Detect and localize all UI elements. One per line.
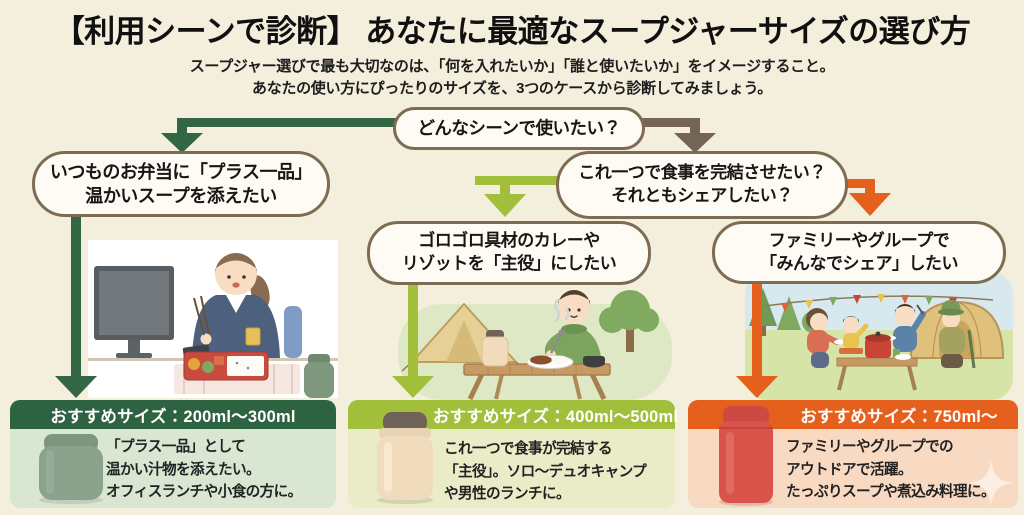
soup-jar-icon <box>304 354 334 398</box>
question-office: いつものお弁当に「プラス一品」 温かいスープを添えたい <box>32 151 330 217</box>
page-subtitle-line2: あなたの使い方にぴったりのサイズを、3つのケースから診断してみましょう。 <box>252 80 772 97</box>
red-pot-icon <box>865 331 891 358</box>
tree-icon <box>599 290 659 352</box>
question-share: これ一つで食事を完結させたい？ それともシェアしたい？ <box>556 151 848 219</box>
question-root: どんなシーンで使いたい？ <box>393 107 645 150</box>
steam-icon <box>554 298 560 323</box>
family-camp-illustration <box>745 272 1013 400</box>
arrow-branch-office-icon <box>161 118 400 153</box>
question-solo-line2: リゾットを「主役」にしたい <box>401 254 617 273</box>
monitor-icon <box>94 266 174 358</box>
size-label-solo: おすすめサイズ：400ml〜500ml <box>348 400 678 429</box>
camp-table-icon <box>463 363 611 400</box>
cream-jar-image <box>377 412 433 504</box>
question-group-line1: ファミリーやグループで <box>768 230 950 250</box>
question-group-line2: 「みんなでシェア」したい <box>760 253 959 273</box>
black-pot-icon <box>583 356 605 368</box>
recommendation-card-group: おすすめサイズ：750ml〜 ファミリーやグループでの アウトドアで活躍。 たっ… <box>688 400 1018 508</box>
green-jar-image <box>39 434 103 504</box>
question-share-line2: それともシェアしたい？ <box>611 186 793 205</box>
question-solo-line1: ゴロゴロ具材のカレーや <box>418 231 600 251</box>
question-office-line2: 温かいスープを添えたい <box>85 186 277 206</box>
question-share-line1: これ一つで食事を完結させたい？ <box>578 163 826 183</box>
sparkle-watermark-icon <box>968 460 1014 506</box>
office-worker-figure <box>192 253 280 358</box>
bunting-flags-icon <box>764 294 994 312</box>
recommendation-card-solo: おすすめサイズ：400ml〜500ml これ一つで食事が完結する 「主役」。ソロ… <box>348 400 678 508</box>
red-jar-image <box>719 406 773 506</box>
father-figure <box>882 304 926 352</box>
description-office: 「プラス一品」として 温かい汁物を添えたい。 オフィスランチや小食の方に。 <box>106 439 302 501</box>
size-label-office: おすすめサイズ：200ml〜300ml <box>10 400 336 429</box>
cream-jar-icon <box>481 330 509 367</box>
office-chair <box>284 306 302 358</box>
size-label-group: おすすめサイズ：750ml〜 <box>688 400 1018 429</box>
office-lunch-illustration <box>88 240 338 398</box>
solo-camp-illustration <box>398 290 672 400</box>
mother-figure <box>806 308 846 368</box>
question-solo: ゴロゴロ具材のカレーや リゾットを「主役」にしたい <box>367 221 651 285</box>
bento-box-icon <box>174 351 300 394</box>
question-office-line1: いつものお弁当に「プラス一品」 <box>49 161 313 182</box>
page-subtitle-line1: スープジャー選びで最も大切なのは、「何を入れたいか」「誰と使いたいか」をイメージ… <box>189 58 835 75</box>
arrow-branch-solo-icon <box>475 176 560 217</box>
spoon-icon <box>549 333 563 354</box>
chopsticks-icon <box>193 297 205 336</box>
question-root-label: どんなシーンで使いたい？ <box>417 117 621 138</box>
page-title: 【利用シーンで診断】 あなたに最適なスープジャーサイズの選び方 <box>53 14 971 49</box>
grandfather-figure <box>938 300 976 369</box>
description-group: ファミリーやグループでの アウトドアで活躍。 たっぷりスープや煮込み料理に。 <box>786 439 996 501</box>
arrow-branch-share-icon <box>637 118 716 153</box>
curry-plate-icon <box>526 355 574 369</box>
question-group: ファミリーやグループで 「みんなでシェア」したい <box>712 221 1006 284</box>
recommendation-card-office: おすすめサイズ：200ml〜300ml 「プラス一品」として 温かい汁物を添えた… <box>10 400 336 508</box>
description-solo: これ一つで食事が完結する 「主役」。ソロ〜デュオキャンプ や男性のランチに。 <box>444 441 647 503</box>
child-figure <box>839 316 869 354</box>
cup-icon <box>245 327 261 346</box>
